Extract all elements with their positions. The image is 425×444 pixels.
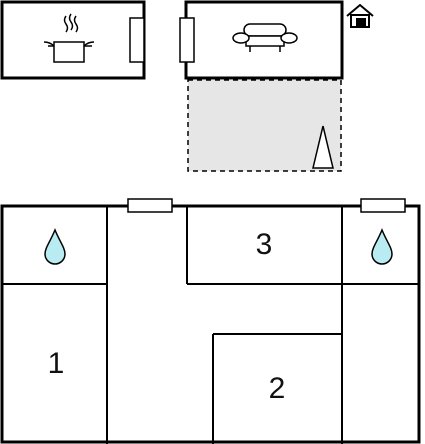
cooking-pot-icon [43,13,95,63]
water-drop-icon [44,228,66,265]
kitchen-window [129,17,145,63]
living-room-window [179,17,195,63]
window-lower-left [127,198,173,213]
water-drop-icon [371,228,393,265]
terrace [187,79,342,172]
room-number-2: 2 [269,372,286,405]
kitchen-room [0,0,146,80]
sofa-icon [232,23,298,52]
lower-unit [0,204,421,444]
room-number-3: 3 [256,228,273,261]
window-lower-right [360,198,406,213]
house-entrance-icon [346,3,374,28]
living-room [179,0,344,80]
room-number-1: 1 [48,347,65,380]
tent-icon [312,125,334,169]
